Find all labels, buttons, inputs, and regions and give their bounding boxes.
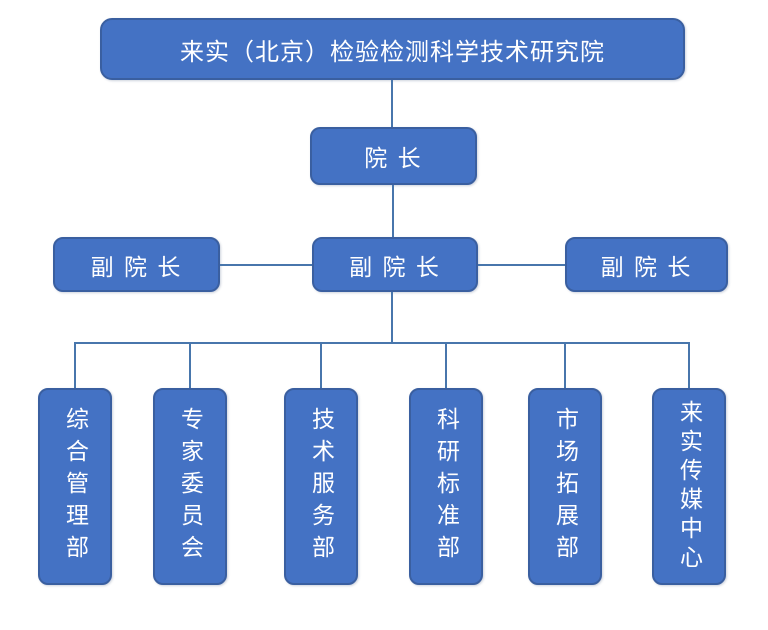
connector-drop-dept-6 [688,342,690,388]
connector-vp-left-mid [220,264,312,266]
org-box-vp-left-label: 副 院 长 [90,253,183,280]
org-box-dept-technical-service: 技术服务部 [284,388,358,585]
org-box-vp-left: 副 院 长 [53,237,220,292]
org-box-dept-expert-committee: 专家委员会 [153,388,227,585]
connector-institute-president [391,80,393,127]
org-box-dept-general-management: 综合管理部 [38,388,112,585]
org-box-vp-right: 副 院 长 [565,237,728,292]
connector-drop-dept-3 [320,342,322,388]
org-box-institute: 来实（北京）检验检测科学技术研究院 [100,18,685,80]
connector-departments-bus [75,342,689,344]
org-box-dept-research-standards: 科研标准部 [409,388,483,585]
org-box-dept-technical-service-label: 技术服务部 [308,406,335,567]
org-box-dept-market-expansion-label: 市场拓展部 [552,406,579,567]
org-box-dept-media-center: 来实传媒中心 [652,388,726,585]
connector-vp-departments [391,292,393,342]
connector-drop-dept-4 [445,342,447,388]
org-box-dept-market-expansion: 市场拓展部 [528,388,602,585]
connector-drop-dept-5 [564,342,566,388]
org-box-president: 院 长 [310,127,477,185]
connector-drop-dept-1 [74,342,76,388]
org-box-vp-right-label: 副 院 长 [600,253,693,280]
org-box-institute-label: 来实（北京）检验检测科学技术研究院 [180,38,605,66]
connector-president-vp [392,185,394,237]
connector-vp-mid-right [478,264,565,266]
org-box-dept-expert-committee-label: 专家委员会 [177,406,204,567]
org-box-vp-middle: 副 院 长 [312,237,478,292]
org-box-president-label: 院 长 [364,145,423,171]
org-box-dept-research-standards-label: 科研标准部 [433,406,460,567]
connector-drop-dept-2 [189,342,191,388]
org-box-dept-media-center-label: 来实传媒中心 [676,399,703,574]
org-box-vp-middle-label: 副 院 长 [349,253,441,280]
org-box-dept-general-management-label: 综合管理部 [62,406,89,567]
